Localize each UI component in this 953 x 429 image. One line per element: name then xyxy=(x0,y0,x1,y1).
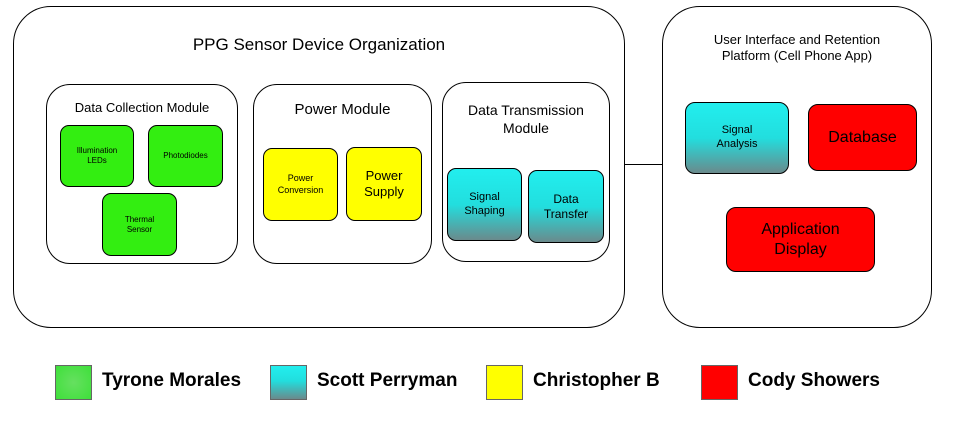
legend-swatch-tyrone xyxy=(55,365,92,400)
thermal-sensor-box: Thermal Sensor xyxy=(102,193,177,256)
application-display-label: Application Display xyxy=(761,220,840,258)
device-title: PPG Sensor Device Organization xyxy=(192,35,446,54)
legend-swatch-cody xyxy=(701,365,738,400)
application-display-box: Application Display xyxy=(726,207,875,272)
signal-analysis-box: Signal Analysis xyxy=(685,102,789,174)
power-conversion-box: Power Conversion xyxy=(263,148,338,221)
legend-swatch-christopher xyxy=(486,365,523,400)
database-label: Database xyxy=(828,128,897,146)
data-collection-title: Data Collection Module xyxy=(74,100,210,115)
signal-shaping-label: Signal Shaping xyxy=(464,190,505,217)
legend-label-tyrone: Tyrone Morales xyxy=(102,370,242,391)
data-transfer-label: Data Transfer xyxy=(543,191,589,221)
legend-label-cody: Cody Showers xyxy=(748,370,880,391)
legend-swatch-scott xyxy=(270,365,307,400)
signal-shaping-box: Signal Shaping xyxy=(447,168,522,241)
database-box: Database xyxy=(808,104,917,171)
connector-device-to-app xyxy=(625,164,663,165)
power-module-title: Power Module xyxy=(294,101,391,118)
signal-analysis-label: Signal Analysis xyxy=(716,124,758,150)
thermal-sensor-label: Thermal Sensor xyxy=(124,214,155,234)
app-title: User Interface and Retention Platform (C… xyxy=(713,32,881,64)
legend-label-christopher: Christopher B xyxy=(533,370,660,391)
illumination-leds-label: Illumination LEDs xyxy=(76,146,118,165)
photodiodes-label: Photodiodes xyxy=(163,151,208,160)
power-conversion-label: Power Conversion xyxy=(277,173,324,195)
data-transfer-box: Data Transfer xyxy=(528,170,604,243)
power-supply-box: Power Supply xyxy=(346,147,422,221)
legend-label-scott: Scott Perryman xyxy=(317,370,458,391)
data-transmission-title: Data Transmission Module xyxy=(468,102,584,136)
power-supply-label: Power Supply xyxy=(364,167,404,199)
photodiodes-box: Photodiodes xyxy=(148,125,223,187)
illumination-leds-box: Illumination LEDs xyxy=(60,125,134,187)
